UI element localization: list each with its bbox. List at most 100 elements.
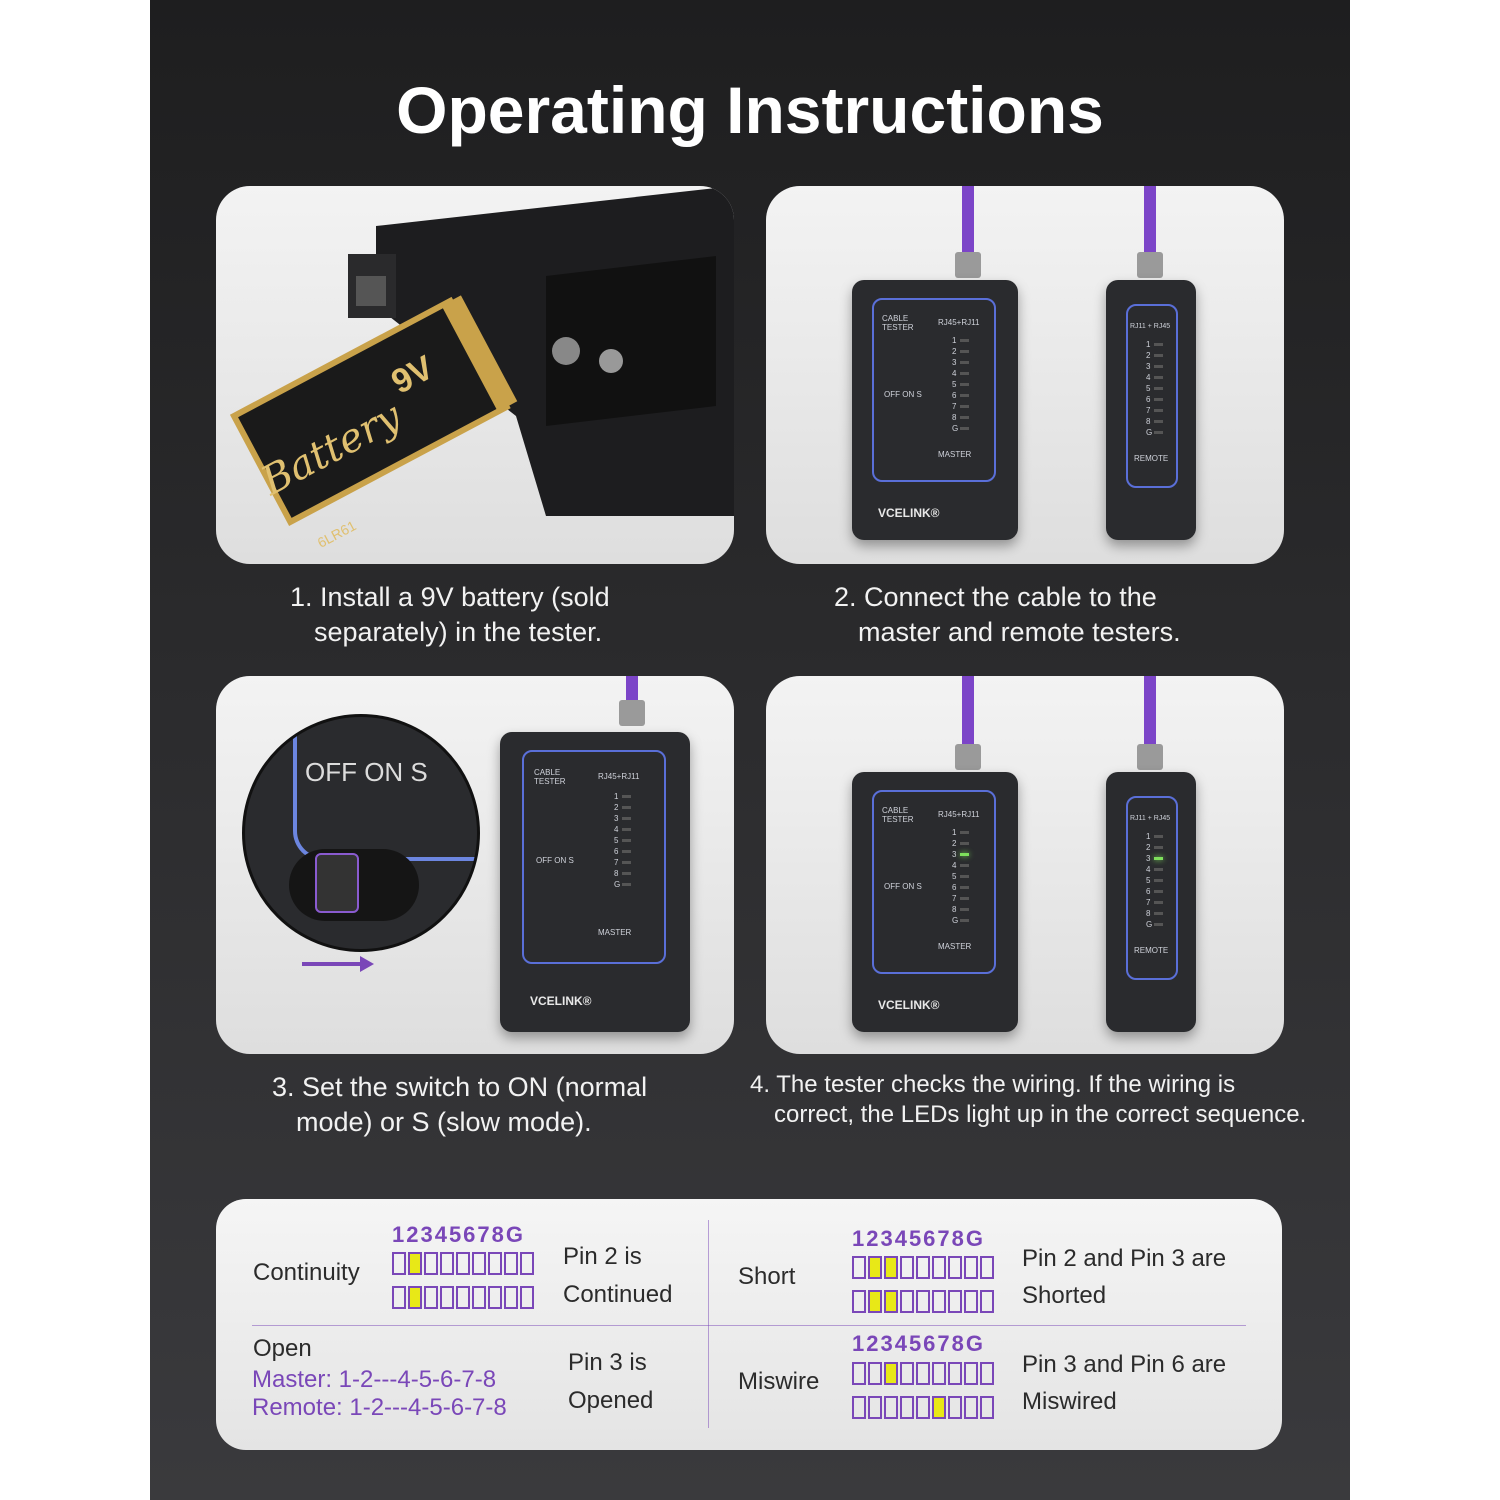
- pin-box: [980, 1362, 994, 1385]
- pin-box: [948, 1256, 962, 1279]
- led-indicator: [1154, 901, 1163, 904]
- led-indicator: [1154, 398, 1163, 401]
- pin-number: 1: [614, 792, 619, 801]
- cable-plug: [955, 252, 981, 278]
- pin-number: 8: [1146, 417, 1151, 426]
- cable: [962, 186, 974, 256]
- pin-header: 12345678G: [852, 1226, 985, 1251]
- pin-box: [520, 1286, 534, 1309]
- miswire-row1: [852, 1362, 994, 1385]
- pin-number: 3: [1146, 362, 1151, 371]
- pin-number: 1: [1146, 340, 1151, 349]
- step2-line1: 2. Connect the cable to the: [834, 582, 1157, 612]
- pin-box: [408, 1286, 422, 1309]
- pin-number: 3: [952, 358, 957, 367]
- step1-caption: 1. Install a 9V battery (sold separately…: [290, 580, 610, 650]
- pin-box: [980, 1290, 994, 1313]
- pin-box: [916, 1290, 930, 1313]
- pin-box: [916, 1256, 930, 1279]
- pin-box: [932, 1396, 946, 1419]
- pin-box: [900, 1362, 914, 1385]
- cable-plug: [1137, 744, 1163, 770]
- master-ports: RJ45+RJ11: [938, 810, 980, 819]
- brand-label: VCELINK®: [878, 506, 940, 520]
- pin-number: 5: [952, 380, 957, 389]
- led-indicator: [622, 850, 631, 853]
- miswire-label: Miswire: [738, 1368, 820, 1395]
- pin-box: [868, 1256, 882, 1279]
- switch-knob: [315, 853, 359, 913]
- switch-label: OFF ON S: [884, 390, 922, 399]
- pin-number: 6: [1146, 395, 1151, 404]
- master-label: MASTER: [938, 450, 972, 459]
- pin-number: 3: [952, 850, 957, 859]
- pin-number: 1: [952, 828, 957, 837]
- master-title: CABLE TESTER: [882, 806, 914, 824]
- master-tester: CABLE TESTER RJ45+RJ11 OFF ON S MASTER V…: [852, 772, 1018, 1032]
- led-indicator: [1154, 354, 1163, 357]
- pin-box: [424, 1252, 438, 1275]
- short-result: Pin 2 and Pin 3 are Shorted: [1022, 1244, 1226, 1311]
- open-result: Pin 3 is Opened: [568, 1348, 653, 1416]
- pin-number: 2: [1146, 843, 1151, 852]
- step4-caption: 4. The tester checks the wiring. If the …: [750, 1070, 1306, 1130]
- pin-box: [964, 1290, 978, 1313]
- pin-box: [916, 1396, 930, 1419]
- continuity-label: Continuity: [253, 1259, 360, 1286]
- led-indicator: [960, 394, 969, 397]
- led-indicator: [960, 919, 969, 922]
- pin-number: 1: [1146, 832, 1151, 841]
- pin-box: [852, 1256, 866, 1279]
- pin-box: [852, 1362, 866, 1385]
- cable-plug: [619, 700, 645, 726]
- led-indicator: [1154, 846, 1163, 849]
- pin-box: [948, 1396, 962, 1419]
- pin-box: [964, 1362, 978, 1385]
- pin-box: [884, 1256, 898, 1279]
- step1-line2: separately) in the tester.: [314, 617, 603, 647]
- led-indicator: [1154, 868, 1163, 871]
- pin-number: 7: [1146, 406, 1151, 415]
- step2-caption: 2. Connect the cable to the master and r…: [834, 580, 1181, 650]
- led-indicator: [960, 864, 969, 867]
- pin-number: G: [614, 880, 621, 889]
- cable: [962, 676, 974, 748]
- led-indicator: [622, 817, 631, 820]
- pin-number: 8: [1146, 909, 1151, 918]
- cable-plug: [1137, 252, 1163, 278]
- step2-line2: master and remote testers.: [858, 617, 1181, 647]
- pin-header: 12345678G: [852, 1331, 985, 1356]
- pin-box: [472, 1286, 486, 1309]
- pin-number: 2: [952, 347, 957, 356]
- pin-box: [932, 1256, 946, 1279]
- led-indicator: [960, 886, 969, 889]
- led-indicator: [960, 405, 969, 408]
- pin-box: [932, 1290, 946, 1313]
- pin-box: [884, 1290, 898, 1313]
- pin-box: [948, 1290, 962, 1313]
- pin-box: [408, 1252, 422, 1275]
- pin-box: [868, 1362, 882, 1385]
- master-ports: RJ45+RJ11: [598, 772, 640, 781]
- arrow-right-icon: [302, 962, 362, 966]
- open-label: Open: [253, 1335, 312, 1362]
- pin-box: [964, 1396, 978, 1419]
- open-master: Master: 1-2---4-5-6-7-8: [252, 1366, 497, 1393]
- pin-number: 2: [1146, 351, 1151, 360]
- step1-line1: 1. Install a 9V battery (sold: [290, 582, 610, 612]
- open-result-line2: Opened: [568, 1387, 654, 1414]
- master-tester: CABLE TESTER RJ45+RJ11 OFF ON S MASTER V…: [500, 732, 690, 1032]
- led-indicator: [960, 897, 969, 900]
- step3-caption: 3. Set the switch to ON (normal mode) or…: [272, 1070, 647, 1140]
- led-indicator: [1154, 343, 1163, 346]
- continuity-result-line2: Continued: [563, 1281, 673, 1308]
- pin-box: [392, 1252, 406, 1275]
- led-indicator: [960, 361, 969, 364]
- pin-number: 4: [952, 861, 957, 870]
- pin-number: 8: [952, 413, 957, 422]
- master-title: CABLE TESTER: [534, 768, 566, 786]
- continuity-result-line1: Pin 2 is: [563, 1243, 642, 1270]
- led-indicator: [1154, 431, 1163, 434]
- pin-number: 6: [952, 883, 957, 892]
- led-indicator: [960, 908, 969, 911]
